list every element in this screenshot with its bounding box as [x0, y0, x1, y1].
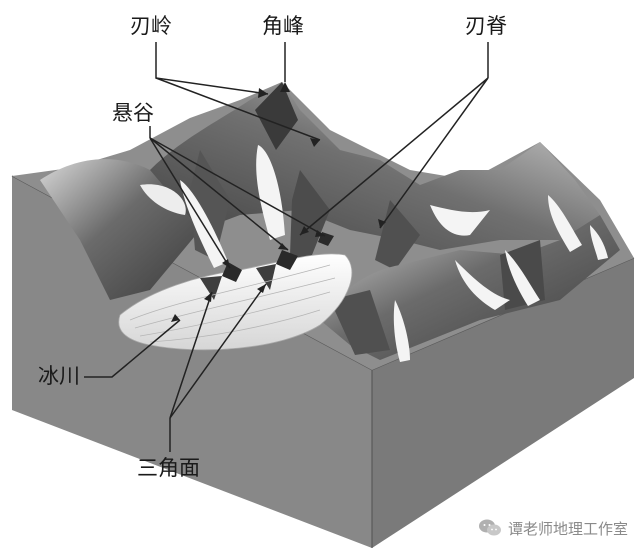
leader-lines — [84, 42, 489, 452]
glacier-tongue-1 — [256, 145, 285, 240]
glacier-tongue-5 — [393, 300, 410, 362]
glacier-tongue-3 — [430, 205, 490, 236]
label-arete: 刃脊 — [465, 14, 507, 38]
glacier-tongue-4 — [548, 195, 582, 252]
watermark: 谭老师地理工作室 — [478, 516, 628, 540]
block-right-face — [372, 258, 634, 548]
glacier-flow-lines — [129, 264, 336, 343]
triangular-facet-2 — [256, 264, 276, 290]
label-blade-ridge: 刃岭 — [130, 14, 172, 38]
label-triangular-facet: 三角面 — [137, 456, 200, 480]
label-hanging-valley: 悬谷 — [112, 101, 154, 125]
glacier-tongue-8 — [590, 225, 608, 260]
glacier-tongue-7 — [505, 250, 540, 306]
glacier-tongue-6 — [455, 260, 510, 310]
hanging-valley-notch-1 — [222, 262, 242, 282]
front-spur — [330, 290, 390, 355]
watermark-text: 谭老师地理工作室 — [507, 519, 628, 538]
leader-arrowheads — [171, 82, 386, 322]
label-horn: 角峰 — [262, 14, 304, 38]
hanging-valley-notch-2 — [276, 250, 298, 270]
wechat-icon — [478, 519, 501, 536]
horn-peak — [255, 82, 298, 150]
left-snowfield — [140, 184, 186, 215]
ridge-spur-3 — [375, 200, 420, 270]
triangular-facet-1 — [200, 276, 222, 300]
ridge-spur-2 — [290, 170, 330, 260]
label-glacier: 冰川 — [38, 364, 80, 388]
